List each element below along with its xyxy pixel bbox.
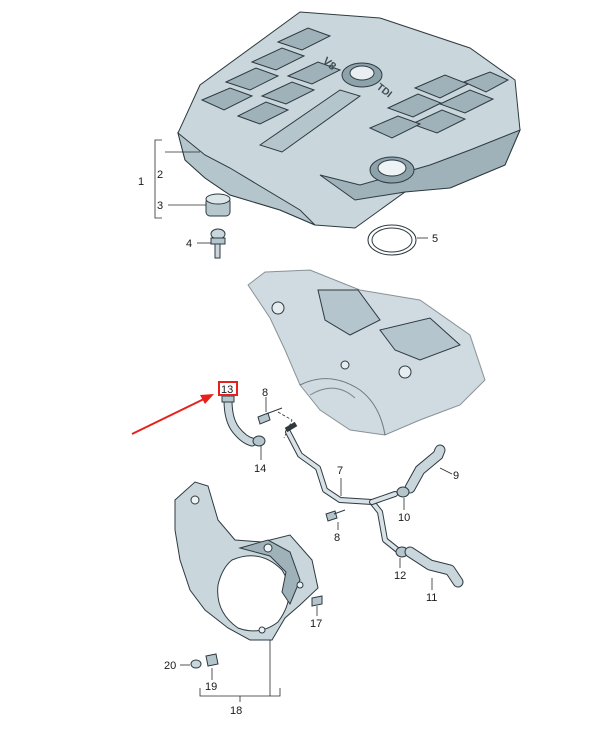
callout-12: 12 bbox=[394, 570, 406, 582]
callout-10: 10 bbox=[398, 512, 410, 524]
part-8-bolt-lower bbox=[325, 509, 346, 530]
cover-right-ribs bbox=[368, 71, 510, 139]
part-7-pipe bbox=[284, 421, 403, 555]
engine-cover: V8 TDI bbox=[177, 11, 521, 229]
highlight-box bbox=[218, 381, 238, 396]
callout-8-lower: 8 bbox=[334, 532, 340, 544]
callout-2: 2 bbox=[157, 169, 163, 181]
callout-19: 19 bbox=[205, 681, 217, 693]
part-8-bolt-upper bbox=[257, 397, 283, 425]
callout-20: 20 bbox=[164, 660, 176, 672]
part-13-hose bbox=[221, 395, 257, 447]
part-5-seal-ring bbox=[367, 224, 417, 256]
part-18-cover-plate bbox=[174, 481, 319, 641]
lower-callouts: 7 8 8 9 10 11 12 14 17 18 19 20 bbox=[164, 387, 459, 717]
callout-3: 3 bbox=[157, 200, 163, 212]
red-pointer-arrow bbox=[131, 394, 214, 435]
part-4-ball-stud bbox=[210, 228, 226, 259]
callout-9: 9 bbox=[453, 470, 459, 482]
callout-8-upper: 8 bbox=[262, 387, 268, 399]
callout-1: 1 bbox=[138, 176, 144, 188]
callout-18: 18 bbox=[230, 705, 242, 717]
callout-13: 13 bbox=[221, 384, 233, 396]
part-3-grommet bbox=[205, 193, 231, 217]
callout-5: 5 bbox=[432, 233, 438, 245]
part-19-nut bbox=[205, 653, 219, 680]
part-14-clip bbox=[252, 435, 266, 460]
cover-callouts: 1 2 3 4 5 bbox=[138, 139, 438, 250]
part-10-clip bbox=[396, 486, 410, 510]
cover-left-ribs bbox=[200, 27, 342, 125]
part-12-clip bbox=[395, 546, 409, 568]
highlighted-callout-13: 13 bbox=[218, 381, 238, 396]
callout-7: 7 bbox=[337, 465, 343, 477]
callout-4: 4 bbox=[186, 238, 192, 250]
part-20-washer bbox=[180, 659, 202, 669]
callout-11: 11 bbox=[426, 592, 437, 604]
callout-17: 17 bbox=[310, 618, 322, 630]
callout-14: 14 bbox=[254, 463, 266, 475]
part-9-hose bbox=[404, 444, 453, 494]
engine-block bbox=[247, 269, 486, 436]
part-17-stud bbox=[311, 595, 323, 616]
part-11-hose bbox=[404, 546, 464, 590]
